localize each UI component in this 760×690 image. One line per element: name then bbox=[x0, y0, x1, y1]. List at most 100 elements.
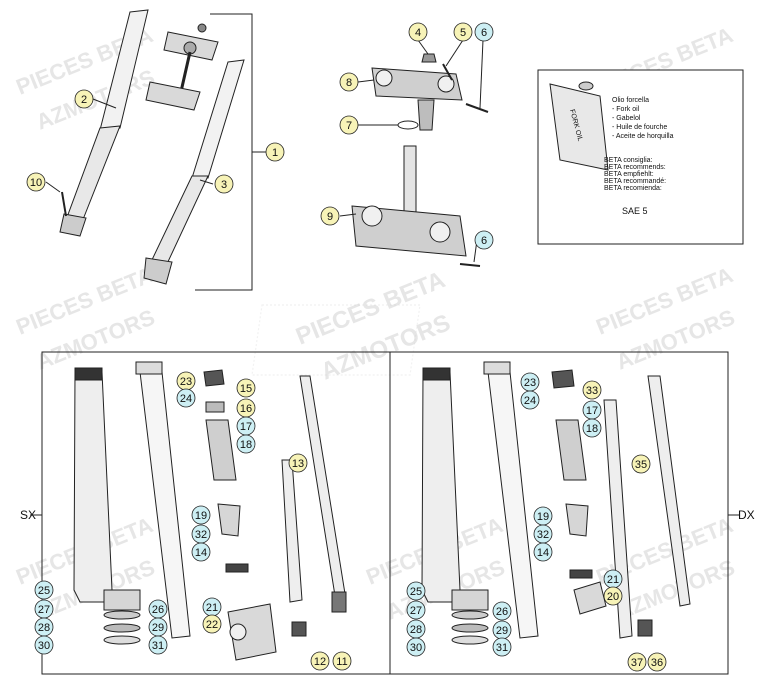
callout-top-10: 6 bbox=[474, 230, 494, 250]
clamp-bore bbox=[375, 69, 393, 87]
callout-top-6: 6 bbox=[474, 22, 494, 42]
fork-foot-right bbox=[143, 257, 173, 285]
callout-number: 2 bbox=[81, 94, 87, 106]
cap-23 bbox=[135, 361, 163, 375]
callout-top-0: 1 bbox=[265, 142, 285, 162]
callout-left-9: 14 bbox=[191, 542, 211, 562]
callout-left-12: 26 bbox=[148, 599, 168, 619]
clamp-bore bbox=[429, 221, 451, 243]
callout-circle bbox=[288, 453, 308, 473]
callout-circle bbox=[492, 637, 512, 657]
callout-circle bbox=[406, 581, 426, 601]
callout-left-20: 11 bbox=[332, 651, 352, 671]
valve-11 bbox=[331, 591, 347, 613]
callout-number: 23 bbox=[180, 376, 192, 388]
callout-circle bbox=[26, 172, 46, 192]
callout-number: 14 bbox=[195, 547, 207, 559]
oil-box-recommend-2: BETA empfiehlt: bbox=[604, 171, 654, 178]
bolt-37 bbox=[637, 619, 653, 637]
callout-left-19: 12 bbox=[310, 651, 330, 671]
callout-number: 25 bbox=[38, 585, 50, 597]
oil-box-line-1: - Fork oil bbox=[612, 106, 640, 113]
callout-circle bbox=[34, 635, 54, 655]
callout-right-19: 36 bbox=[647, 652, 667, 672]
callout-left-16: 31 bbox=[148, 635, 168, 655]
callout-number: 14 bbox=[537, 547, 549, 559]
callout-circle bbox=[214, 174, 234, 194]
leader-line bbox=[445, 39, 464, 67]
callout-circle bbox=[236, 434, 256, 454]
bolt-5 bbox=[442, 63, 453, 81]
callout-number: 9 bbox=[327, 211, 333, 223]
fork-leg-right-lower bbox=[149, 175, 209, 267]
callout-number: 30 bbox=[38, 640, 50, 652]
triple-clamp-group bbox=[339, 39, 489, 267]
callout-number: 18 bbox=[586, 423, 598, 435]
inner-tube-24 bbox=[139, 371, 191, 639]
center-logo-mark bbox=[251, 304, 421, 376]
callout-left-3: 16 bbox=[236, 398, 256, 418]
callout-left-14: 29 bbox=[148, 617, 168, 637]
callout-number: 19 bbox=[537, 511, 549, 523]
callout-right-18: 37 bbox=[627, 652, 647, 672]
cartridge-rod bbox=[647, 375, 691, 607]
callout-number: 16 bbox=[240, 403, 252, 415]
callout-right-1: 24 bbox=[520, 390, 540, 410]
callout-number: 5 bbox=[460, 27, 466, 39]
panel-left-parts bbox=[73, 361, 347, 661]
callout-number: 24 bbox=[524, 395, 536, 407]
fork-foot-21 bbox=[573, 581, 607, 615]
callout-right-11: 25 bbox=[406, 581, 426, 601]
callout-number: 26 bbox=[152, 604, 164, 616]
callout-number: 32 bbox=[537, 529, 549, 541]
seal-28 bbox=[451, 610, 489, 620]
top-nut bbox=[197, 23, 207, 33]
callout-circle bbox=[603, 586, 623, 606]
callout-right-13: 26 bbox=[492, 601, 512, 621]
panel-right-frame bbox=[389, 351, 729, 675]
piston-32 bbox=[217, 503, 241, 537]
callout-number: 10 bbox=[30, 177, 42, 189]
spring-18 bbox=[205, 419, 237, 481]
callout-circle bbox=[492, 601, 512, 621]
cartridge-rod bbox=[299, 375, 347, 603]
callout-number: 1 bbox=[272, 147, 278, 159]
callout-number: 36 bbox=[651, 657, 663, 669]
oil-can-cap bbox=[578, 81, 594, 91]
callout-number: 15 bbox=[240, 383, 252, 395]
callout-number: 26 bbox=[496, 606, 508, 618]
callout-number: 28 bbox=[410, 624, 422, 636]
callout-left-5: 18 bbox=[236, 434, 256, 454]
callout-number: 31 bbox=[152, 640, 164, 652]
callout-circle bbox=[332, 651, 352, 671]
seal-28 bbox=[103, 610, 141, 620]
callout-circle bbox=[202, 614, 222, 634]
callout-left-6: 13 bbox=[288, 453, 308, 473]
axle-bore bbox=[229, 623, 247, 641]
callout-circle bbox=[148, 635, 168, 655]
oil-box-line-3: - Huile de fourche bbox=[612, 124, 667, 131]
oil-can bbox=[549, 83, 609, 171]
leader-line bbox=[45, 181, 61, 193]
callout-number: 20 bbox=[607, 591, 619, 603]
outer-tube-cap bbox=[74, 367, 103, 381]
bolt-6 bbox=[465, 103, 489, 113]
callout-number: 27 bbox=[38, 604, 50, 616]
leader-line bbox=[357, 79, 375, 83]
callout-circle bbox=[339, 115, 359, 135]
callout-number: 35 bbox=[635, 459, 647, 471]
seal-30 bbox=[451, 623, 489, 633]
side-label-right: DX bbox=[738, 508, 755, 522]
oil-box-line-2: - Gabelol bbox=[612, 115, 641, 122]
seal-30 bbox=[103, 623, 141, 633]
leader-line bbox=[199, 179, 214, 185]
cap-23 bbox=[483, 361, 511, 375]
callout-left-17: 21 bbox=[202, 597, 222, 617]
cap-33 bbox=[551, 369, 575, 389]
callout-circle bbox=[582, 418, 602, 438]
callout-left-8: 32 bbox=[191, 524, 211, 544]
callout-top-7: 8 bbox=[339, 72, 359, 92]
callout-circle bbox=[520, 390, 540, 410]
piston-32 bbox=[565, 503, 589, 537]
